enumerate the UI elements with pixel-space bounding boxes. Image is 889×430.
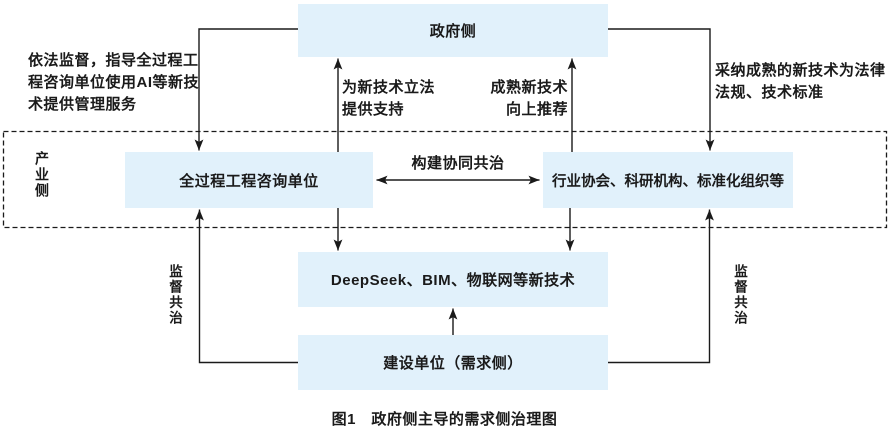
node-technology-label: DeepSeek、BIM、物联网等新技术 — [330, 272, 576, 289]
node-government-label: 政府侧 — [429, 23, 477, 40]
annotation-recommend-upward: 成熟新技术 向上推荐 — [490, 79, 568, 118]
label-industry-side: 产业侧 — [34, 151, 50, 199]
label-supervise-left: 监督共治 — [167, 264, 182, 326]
arrow-owner-to-association — [608, 209, 714, 364]
annotation-adopt-mature-tech: 采纳成熟的新技术为法律 法规、技术标准 — [715, 62, 886, 101]
node-consultancy-label: 全过程工程咨询单位 — [179, 172, 319, 190]
industry-dashed-border — [2, 130, 888, 229]
node-owner-label: 建设单位（需求侧） — [383, 355, 523, 372]
arrow-gov-to-association — [607, 28, 715, 151]
annotation-collaborative-governance: 构建协同共治 — [411, 155, 505, 172]
node-government: 政府侧 — [298, 4, 608, 57]
annotation-legislate-support: 为新技术立法 提供支持 — [342, 79, 436, 118]
arrow-gov-to-consultancy — [194, 28, 298, 151]
arrow-owner-to-consultancy — [195, 209, 298, 364]
node-consultancy: 全过程工程咨询单位 — [125, 152, 373, 208]
node-technology: DeepSeek、BIM、物联网等新技术 — [298, 252, 608, 307]
node-owner: 建设单位（需求侧） — [298, 335, 608, 390]
node-association: 行业协会、科研机构、标准化组织等 — [543, 152, 793, 208]
node-association-label: 行业协会、科研机构、标准化组织等 — [552, 173, 784, 190]
label-supervise-right: 监督共治 — [732, 264, 747, 326]
annotation-supervise-by-law: 依法监督，指导全过程工 程咨询单位使用AI等新技 术提供管理服务 — [28, 52, 200, 113]
figure-caption: 图1 政府侧主导的需求侧治理图 — [331, 411, 558, 428]
